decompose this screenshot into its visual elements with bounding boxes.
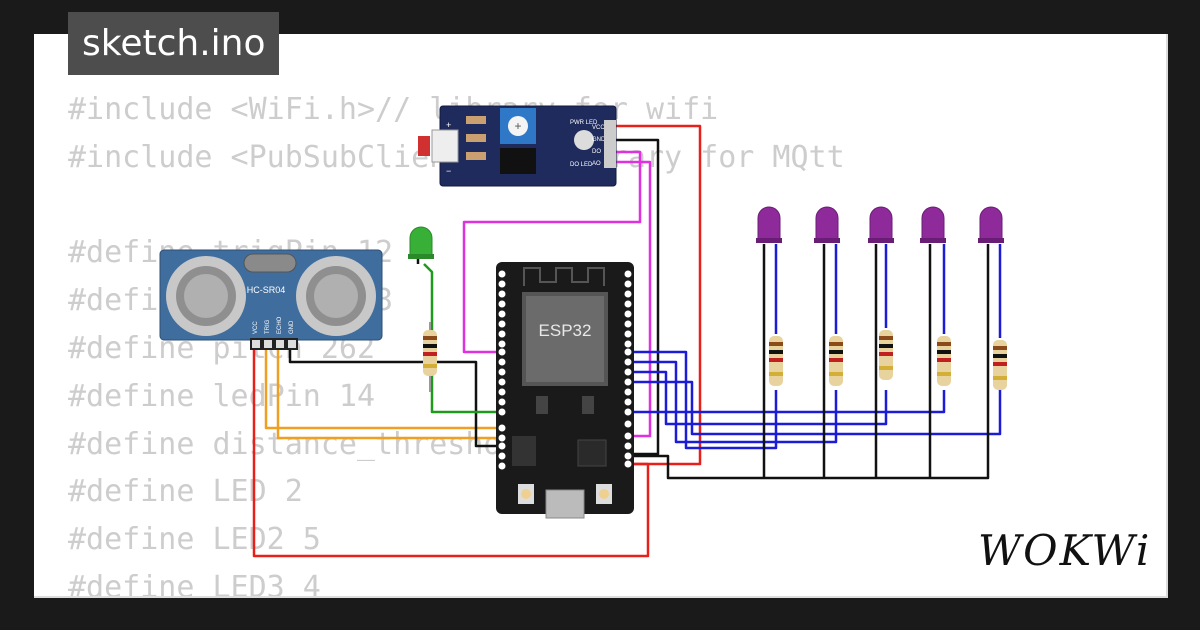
purple-led-2[interactable] <box>814 206 840 243</box>
purple-led-3[interactable] <box>868 206 894 243</box>
pin-label: VCC <box>592 125 605 131</box>
pin-label: TRIG <box>265 319 271 334</box>
wire-led-3[interactable] <box>632 370 888 426</box>
wire-led-4[interactable] <box>632 390 946 414</box>
purple-led-5[interactable] <box>978 206 1004 243</box>
wire-gnd-ldr[interactable] <box>616 138 660 456</box>
wire-ldr-do[interactable] <box>462 150 642 354</box>
wire-trig[interactable] <box>264 350 500 430</box>
ldr-minus: − <box>446 166 451 176</box>
pin-label: GND <box>592 137 606 143</box>
pin-label: GND <box>289 320 295 334</box>
code-line: #define LED 2 <box>68 474 303 510</box>
pin-label: DO <box>592 149 601 155</box>
pwr-led-label: PWR LED <box>570 120 598 126</box>
resistor-green-led[interactable] <box>423 322 437 392</box>
resistor-1[interactable] <box>769 336 783 386</box>
purple-led-1[interactable] <box>756 206 782 243</box>
green-led[interactable] <box>408 226 434 259</box>
wire-gnd-ultrasonic[interactable] <box>288 350 500 448</box>
file-tab[interactable]: sketch.ino <box>68 12 280 75</box>
wire-ldr-ao[interactable] <box>616 160 652 438</box>
wire-led-2[interactable] <box>632 360 838 444</box>
wire-led-1[interactable] <box>632 350 778 450</box>
wokwi-logo: WOKWi <box>978 526 1152 575</box>
ldr-plus: + <box>446 120 451 130</box>
resistor-2[interactable] <box>829 336 843 386</box>
wire-vcc-ldr[interactable] <box>616 124 702 466</box>
code-line: #define LED3 4 <box>68 569 321 598</box>
pin-label: VCC <box>253 321 259 334</box>
esp32-board[interactable]: ESP32 <box>496 262 634 519</box>
pin-label: ECHO <box>277 316 283 334</box>
code-line: #define LED2 5 <box>68 522 321 558</box>
purple-led-4[interactable] <box>920 206 946 243</box>
resistor-5[interactable] <box>993 340 1007 390</box>
resistor-3[interactable] <box>879 330 893 380</box>
wire-echo[interactable] <box>276 350 500 440</box>
resistor-4[interactable] <box>937 336 951 386</box>
wire-led-5[interactable] <box>632 380 1002 436</box>
do-led-label: DO LED <box>570 162 593 168</box>
ultrasonic-label: HC-SR04 <box>247 285 286 295</box>
esp32-label: ESP32 <box>539 321 592 340</box>
ldr-module[interactable]: + − + PWR LED DO LED VCC GND DO AO <box>418 105 617 187</box>
ultrasonic-sensor[interactable]: HC-SR04 VCC TRIG ECHO GND <box>159 249 383 350</box>
trimpot-icon: + <box>514 119 521 133</box>
pin-label: AO <box>592 161 601 167</box>
wire-gnd-leds[interactable] <box>632 244 990 480</box>
